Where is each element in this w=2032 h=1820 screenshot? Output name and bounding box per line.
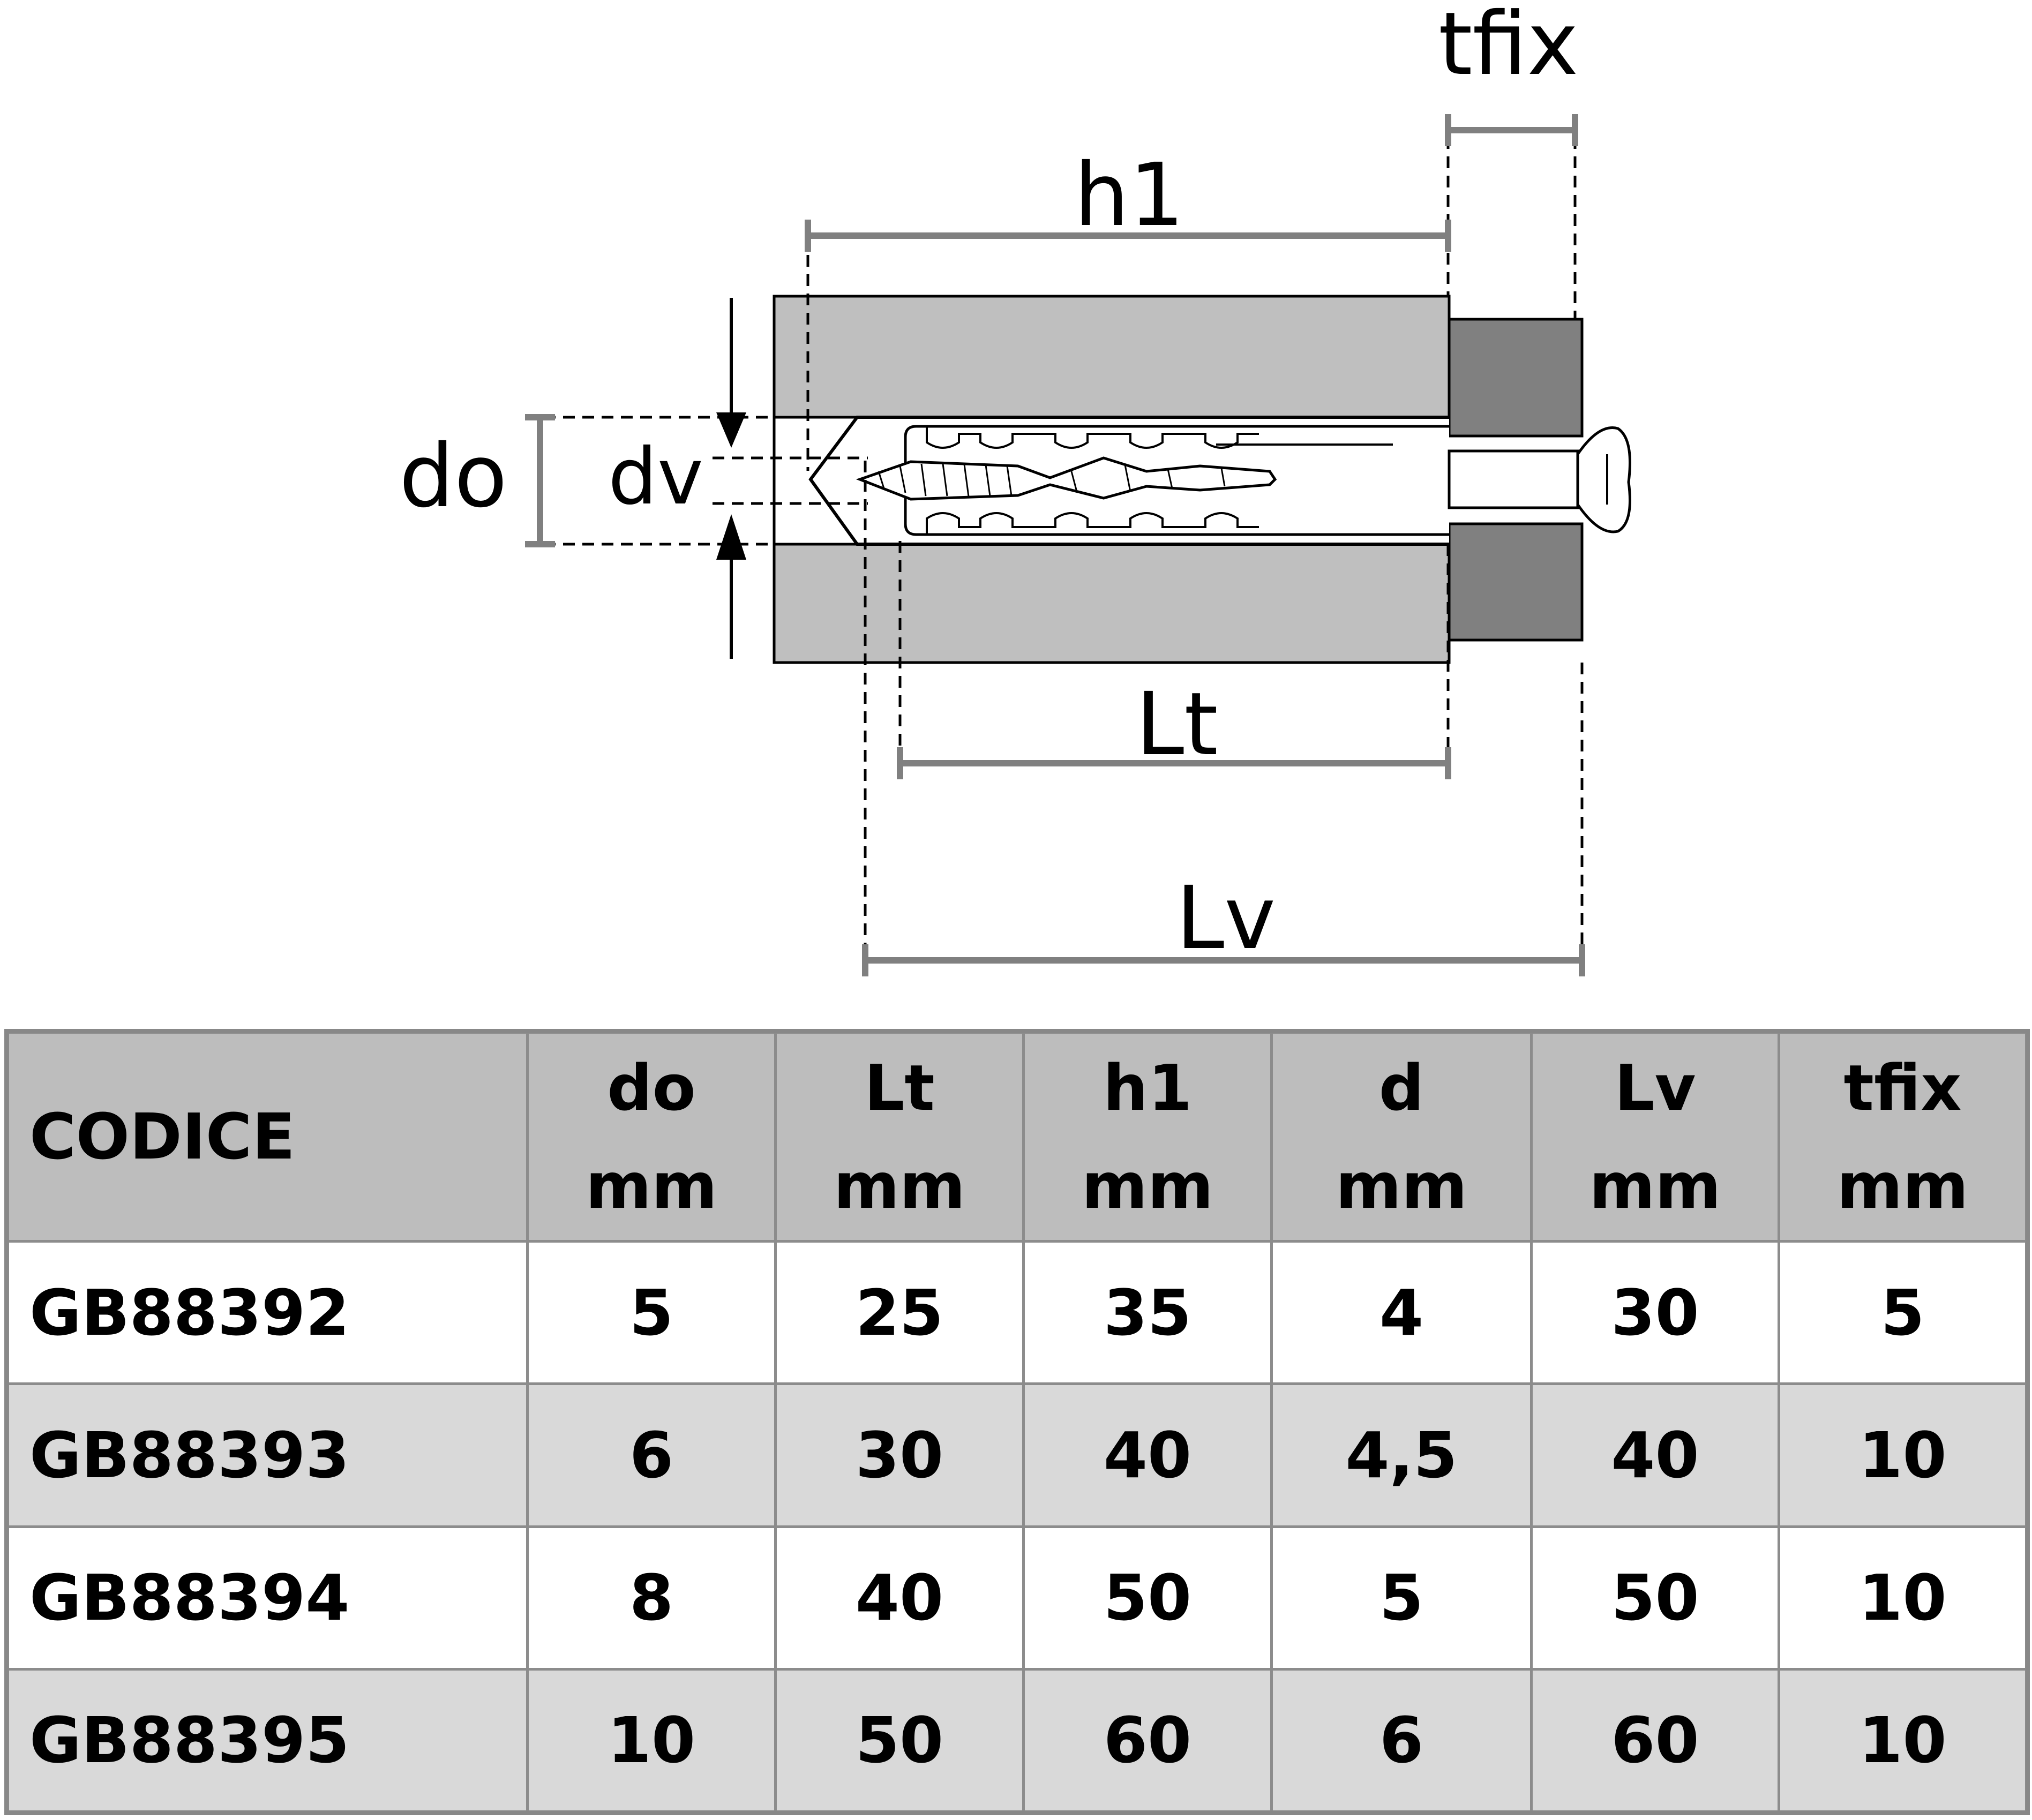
cell-do: 10	[526, 1667, 777, 1814]
screw-head-icon	[1576, 426, 1631, 533]
label-do: do	[399, 426, 507, 527]
cell-code: GB88395	[6, 1667, 529, 1814]
cell-lv: 50	[1530, 1525, 1780, 1671]
cell-lt: 50	[774, 1667, 1025, 1814]
table-row: GB88392 5 25 35 4 30 5	[6, 1240, 2028, 1386]
fixture-lower	[1448, 522, 1584, 642]
screw-shank	[1448, 449, 1579, 509]
cell-tfix: 10	[1778, 1667, 2028, 1814]
base-material-lower	[773, 543, 1451, 664]
screw-thread-icon	[856, 456, 1277, 501]
dv-arrows	[716, 298, 746, 659]
cell-do: 5	[526, 1240, 777, 1386]
cell-d: 6	[1270, 1667, 1533, 1814]
cell-h1: 60	[1022, 1667, 1273, 1814]
cell-tfix: 5	[1778, 1240, 2028, 1386]
extension-lines	[544, 118, 1584, 964]
cell-tfix: 10	[1778, 1382, 2028, 1528]
screw-thread-hatch	[878, 463, 1226, 497]
cell-h1: 40	[1022, 1382, 1273, 1528]
cell-code: GB88392	[6, 1240, 529, 1386]
cell-do: 6	[526, 1382, 777, 1528]
cell-lv: 60	[1530, 1667, 1780, 1814]
label-dv: dv	[608, 432, 703, 522]
plug-rib-bottom	[926, 512, 1259, 535]
cell-d: 4	[1270, 1240, 1533, 1386]
anchor-dimension-diagram: tfix h1 do dv Lt Lv	[399, 0, 1631, 976]
cell-lv: 30	[1530, 1240, 1780, 1386]
label-tfix: tfix	[1438, 0, 1578, 95]
plug-rib-top	[926, 426, 1259, 449]
table-row: GB88393 6 30 40 4,5 40 10	[6, 1382, 2028, 1528]
cell-d: 4,5	[1270, 1382, 1533, 1528]
header-codice: CODICE	[6, 1031, 529, 1243]
cell-h1: 35	[1022, 1240, 1273, 1386]
cell-do: 8	[526, 1525, 777, 1671]
cell-tfix: 10	[1778, 1525, 2028, 1671]
fixture-upper	[1448, 318, 1584, 438]
base-material-upper	[773, 295, 1451, 419]
label-h1: h1	[1074, 145, 1184, 246]
cell-h1: 50	[1022, 1525, 1273, 1671]
table-row: GB88395 10 50 60 6 60 10	[6, 1667, 2028, 1814]
cell-lt: 40	[774, 1525, 1025, 1671]
cell-code: GB88393	[6, 1382, 529, 1528]
cell-d: 5	[1270, 1525, 1533, 1671]
table-row: GB88394 8 40 50 5 50 10	[6, 1525, 2028, 1671]
cell-code: GB88394	[6, 1525, 529, 1671]
dimension-lines	[525, 114, 1585, 976]
cell-lt: 25	[774, 1240, 1025, 1386]
cell-lv: 40	[1530, 1382, 1780, 1528]
label-lv: Lv	[1176, 868, 1276, 969]
cell-lt: 30	[774, 1382, 1025, 1528]
label-lt: Lt	[1136, 674, 1218, 775]
